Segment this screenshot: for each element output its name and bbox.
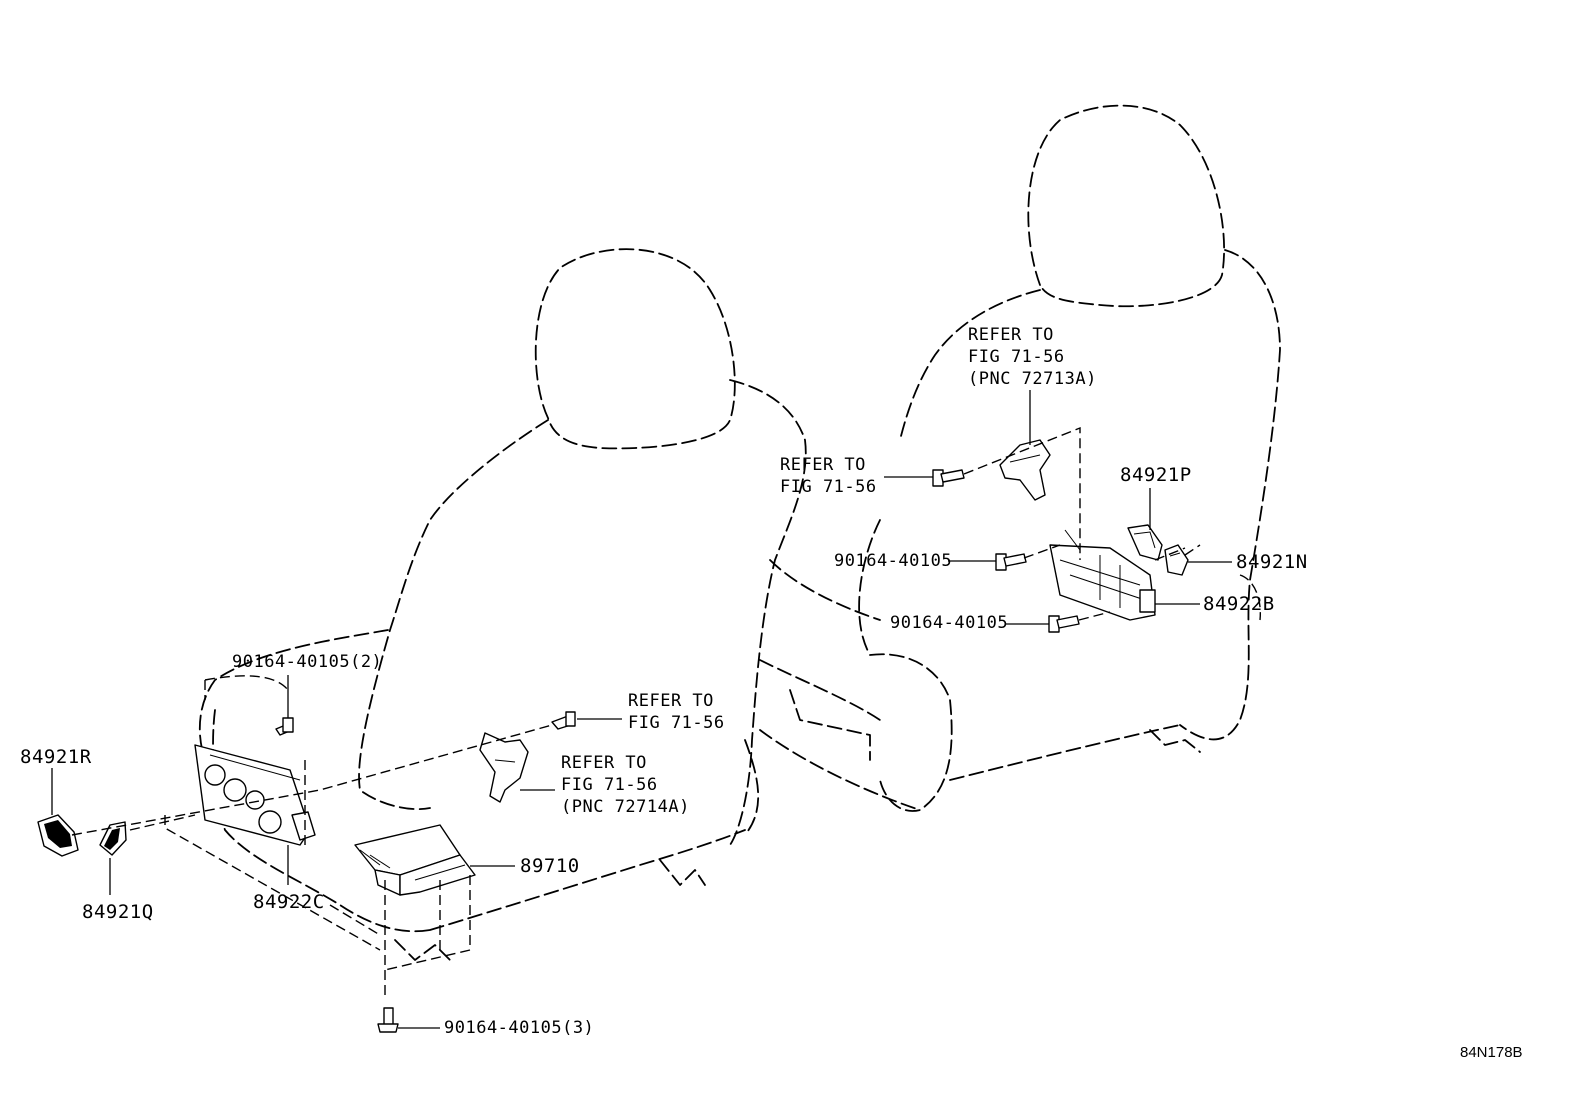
label-right-refer-top-line3: (PNC 72713A)	[968, 369, 1097, 389]
label-part-84921R: 84921R	[20, 746, 92, 768]
label-bolt-right-a: 90164-40105	[834, 551, 952, 571]
bolt-right-lower	[1048, 615, 1080, 633]
bolt-right-refer	[932, 469, 965, 487]
label-bolt-90164-40105-2: 90164-40105(2)	[232, 652, 382, 672]
knob-84921Q	[99, 821, 127, 856]
label-left-refer-mid-line1: REFER TO	[561, 753, 647, 773]
label-right-refer-top-line1: REFER TO	[968, 325, 1054, 345]
ecu-89710	[354, 824, 476, 896]
labels: 90164-40105(2) REFER TO FIG 71-56 REFER …	[20, 325, 1523, 1061]
label-right-refer-mid-line2: FIG 71-56	[780, 477, 877, 497]
label-right-refer-mid-line1: REFER TO	[780, 455, 866, 475]
diagram-code: 84N178B	[1460, 1044, 1523, 1061]
label-left-refer-top-line1: REFER TO	[628, 691, 714, 711]
right-exploded-lines	[963, 426, 1262, 621]
right-seat-outline	[759, 104, 1281, 812]
knob-84921N	[1164, 544, 1189, 576]
knob-84921R	[37, 814, 79, 857]
left-exploded-lines	[71, 675, 553, 1000]
bracket-pnc-72713A	[999, 439, 1051, 501]
knob-84921P	[1127, 524, 1163, 561]
label-part-84921P: 84921P	[1120, 464, 1192, 486]
bolt-left-refer	[551, 711, 576, 730]
label-part-84922C: 84922C	[253, 891, 325, 913]
bolt-right-upper	[995, 553, 1027, 571]
switch-assembly-84922B	[1049, 529, 1156, 621]
label-part-84921Q: 84921Q	[82, 901, 154, 923]
bolt-left-upper	[275, 717, 294, 736]
left-seat-outline	[198, 248, 807, 961]
label-left-refer-mid-line2: FIG 71-56	[561, 775, 658, 795]
label-part-89710: 89710	[520, 855, 580, 877]
label-part-84921N: 84921N	[1236, 551, 1308, 573]
label-bolt-right-b: 90164-40105	[890, 613, 1008, 633]
bracket-pnc-72714A	[479, 732, 529, 803]
bolt-left-bottom	[377, 1007, 399, 1033]
label-bolt-90164-40105-3: 90164-40105(3)	[444, 1018, 594, 1038]
label-left-refer-mid-line3: (PNC 72714A)	[561, 797, 690, 817]
label-left-refer-top-line2: FIG 71-56	[628, 713, 725, 733]
switch-assembly-84922C	[194, 744, 316, 846]
label-right-refer-top-line2: FIG 71-56	[968, 347, 1065, 367]
label-part-84922B: 84922B	[1203, 593, 1275, 615]
